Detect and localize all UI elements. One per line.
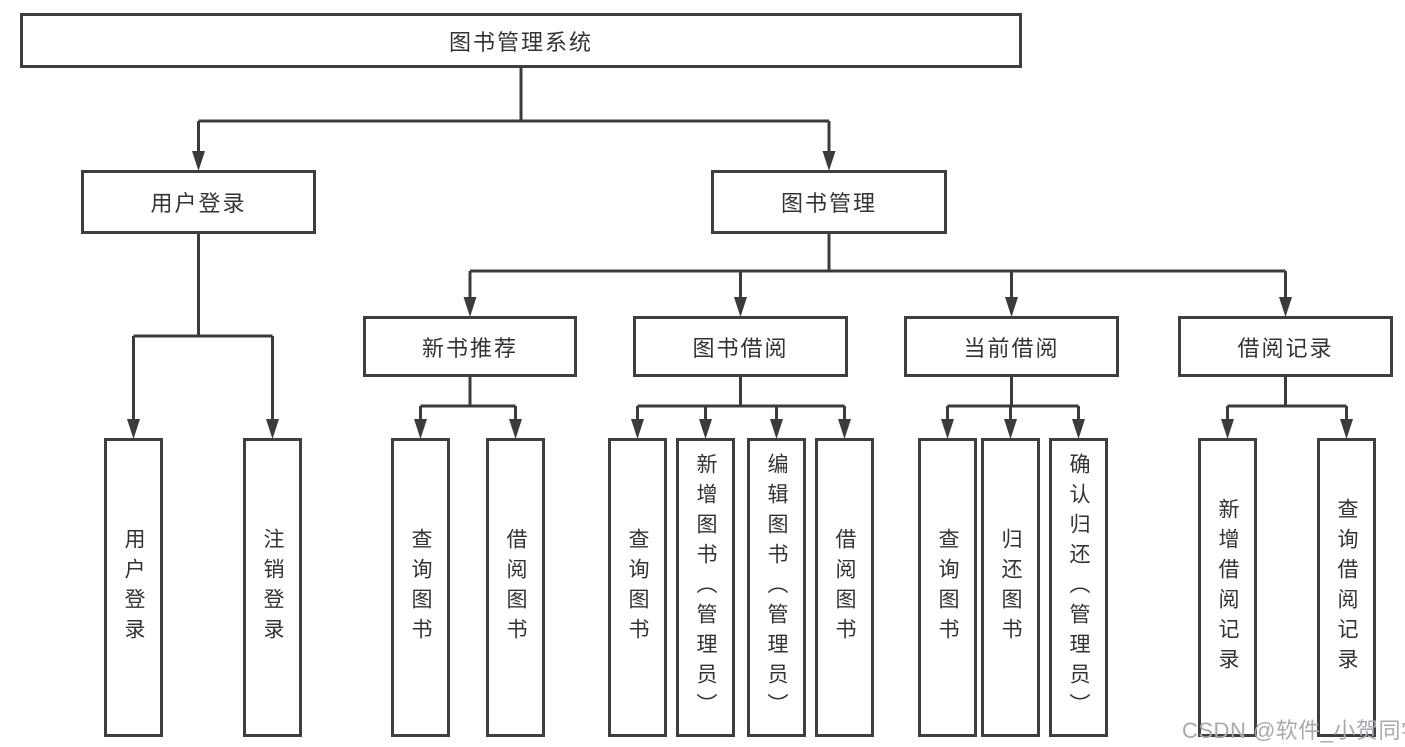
node-user-login-label: 用户登录 xyxy=(150,191,247,216)
leaf-borrow-books: 借阅图书 xyxy=(815,438,874,737)
connector-book-mgmt-branch xyxy=(463,234,1292,317)
leaf-add-borrow-record: 新增借阅记录 xyxy=(1198,438,1257,737)
leaf-add-book-admin-label: 新增图书（管理员） xyxy=(694,452,718,723)
leaf-query-books-current-label: 查询图书 xyxy=(936,527,960,648)
connector-current-borrow-branch xyxy=(941,377,1085,439)
leaf-query-books-recommend: 查询图书 xyxy=(391,438,450,737)
leaf-add-book-admin: 新增图书（管理员） xyxy=(676,438,735,737)
node-book-mgmt-label: 图书管理 xyxy=(780,191,877,216)
leaf-user-login-label: 用户登录 xyxy=(122,527,146,648)
leaf-borrow-books-label: 借阅图书 xyxy=(833,527,857,648)
node-borrow-records-label: 借阅记录 xyxy=(1237,335,1334,361)
leaf-query-borrow-record: 查询借阅记录 xyxy=(1317,438,1376,737)
leaf-confirm-return-admin-label: 确认归还（管理员） xyxy=(1067,452,1091,723)
connector-root-to-level2 xyxy=(192,68,836,171)
leaf-edit-book-admin: 编辑图书（管理员） xyxy=(747,438,806,737)
leaf-borrow-books-recommend: 借阅图书 xyxy=(486,438,545,737)
watermark: CSDN @软件_小贺同学 xyxy=(1182,718,1405,743)
node-new-book-recommend-label: 新书推荐 xyxy=(421,335,518,361)
leaf-logout: 注销登录 xyxy=(243,438,302,737)
node-root-label: 图书管理系统 xyxy=(448,29,593,55)
leaf-query-books-current: 查询图书 xyxy=(918,438,977,737)
node-current-borrow: 当前借阅 xyxy=(904,316,1119,377)
node-book-mgmt: 图书管理 xyxy=(711,170,947,234)
leaf-logout-label: 注销登录 xyxy=(261,527,285,648)
node-book-borrow: 图书借阅 xyxy=(633,316,848,377)
connector-book-borrow-branch xyxy=(631,377,851,439)
leaf-return-books: 归还图书 xyxy=(981,438,1040,737)
connector-new-book-branch xyxy=(414,377,522,439)
leaf-query-books-recommend-label: 查询图书 xyxy=(409,527,433,648)
leaf-confirm-return-admin: 确认归还（管理员） xyxy=(1049,438,1108,737)
leaf-query-books-borrow-label: 查询图书 xyxy=(626,527,650,648)
node-book-borrow-label: 图书借阅 xyxy=(692,335,789,361)
node-root: 图书管理系统 xyxy=(20,13,1022,68)
node-user-login: 用户登录 xyxy=(81,170,316,234)
leaf-query-borrow-record-label: 查询借阅记录 xyxy=(1335,497,1359,678)
leaf-add-borrow-record-label: 新增借阅记录 xyxy=(1216,497,1240,678)
leaf-query-books-borrow: 查询图书 xyxy=(608,438,667,737)
connector-user-login-branch xyxy=(127,234,279,439)
leaf-edit-book-admin-label: 编辑图书（管理员） xyxy=(765,452,789,723)
leaf-borrow-books-recommend-label: 借阅图书 xyxy=(504,527,528,648)
leaf-user-login: 用户登录 xyxy=(104,438,163,737)
connector-borrow-records-branch xyxy=(1221,377,1353,439)
node-new-book-recommend: 新书推荐 xyxy=(363,316,577,377)
node-current-borrow-label: 当前借阅 xyxy=(963,335,1060,361)
node-borrow-records: 借阅记录 xyxy=(1178,316,1393,377)
leaf-return-books-label: 归还图书 xyxy=(999,527,1023,648)
